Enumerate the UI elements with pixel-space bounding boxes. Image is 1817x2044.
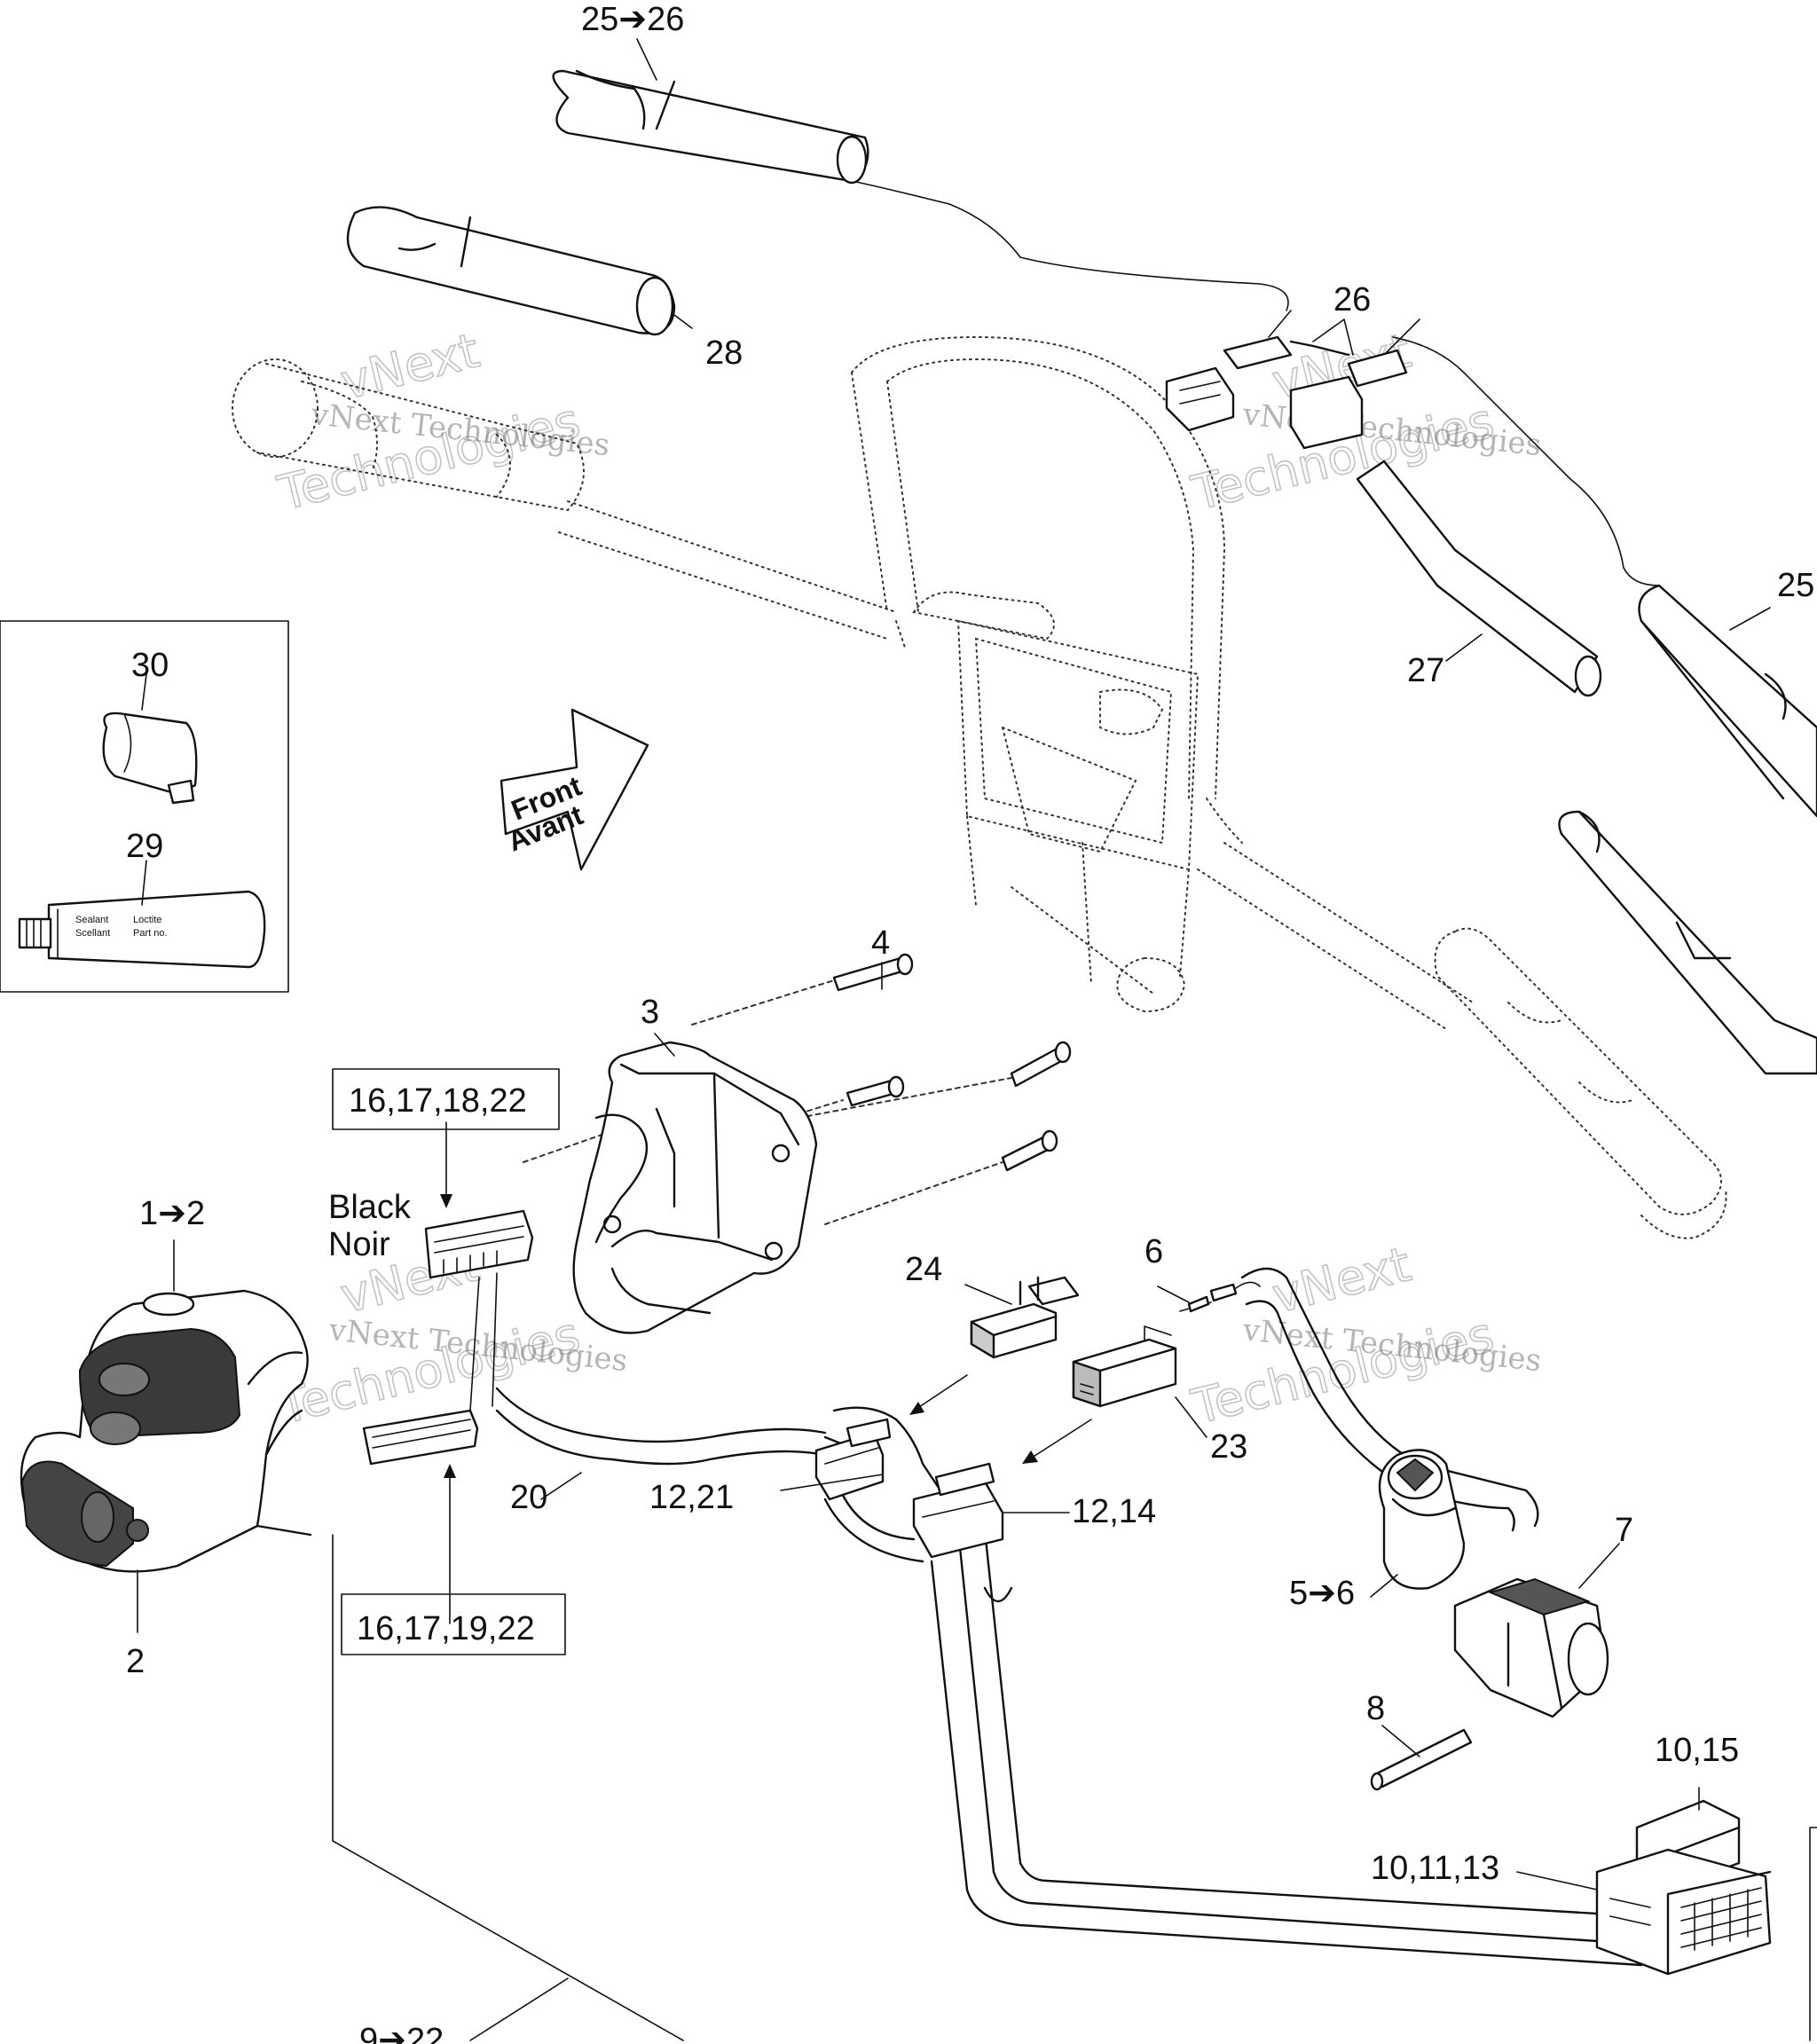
- front-arrow: Front Avant: [499, 708, 649, 871]
- screw-icon: [846, 1075, 905, 1107]
- callout-box-16-17-18-22: [332, 1068, 560, 1130]
- watermark-group-lower-right: vNext Technologies vNext Technologies: [1185, 1236, 1543, 1436]
- callout-1-2: 1➔2: [139, 1195, 205, 1232]
- leader-lines: [137, 38, 1817, 2041]
- watermark-group-upper-left: vNext Technologies vNext Technologies: [271, 322, 611, 523]
- sealant-tube-icon: Sealant Scellant Loctite Part no.: [18, 890, 266, 969]
- connector-24: [970, 1276, 1080, 1359]
- callout-26: 26: [1333, 281, 1371, 318]
- pin-8: [1370, 1728, 1473, 1791]
- callout-20: 20: [510, 1479, 547, 1516]
- screw-icon: [1001, 1129, 1058, 1172]
- connector-color-noir: Noir: [328, 1226, 390, 1263]
- callout-25: 25: [1777, 567, 1814, 604]
- callout-3: 3: [641, 994, 659, 1031]
- callout-16-17-18-22: 16,17,18,22: [349, 1082, 527, 1120]
- connector-23: [1072, 1325, 1177, 1408]
- callout-10-11-13: 10,11,13: [1371, 1850, 1499, 1887]
- handlebar-riser-dashed: [851, 335, 1474, 1030]
- connector-12-21: [814, 1418, 892, 1501]
- tube-label-4: Part no.: [133, 928, 168, 939]
- switch-body-7: [1453, 1577, 1609, 1718]
- callout-29: 29: [126, 828, 163, 865]
- callout-27: 27: [1407, 652, 1444, 689]
- accessory-inset-box: Sealant Scellant Loctite Part no.: [0, 620, 289, 993]
- screw-icon: [832, 953, 914, 992]
- left-switch-assembly: [20, 1289, 312, 1573]
- callout-12-21: 12,21: [649, 1479, 734, 1516]
- watermark-big-line1: vNext: [1267, 1236, 1416, 1324]
- tube-label-1: Sealant: [75, 915, 108, 925]
- clip-icon: [102, 711, 198, 796]
- watermark-big-line1: vNext: [335, 322, 484, 410]
- callout-23: 23: [1210, 1428, 1247, 1466]
- callout-8: 8: [1366, 1690, 1385, 1727]
- tube-label-2: Scellant: [75, 928, 110, 939]
- switch-housing-3: [572, 1041, 818, 1334]
- grip-28: [346, 206, 676, 336]
- callout-5-6: 5➔6: [1289, 1575, 1355, 1612]
- connector-26-pair: [1165, 310, 1408, 450]
- screw-icon: [1010, 1041, 1072, 1088]
- tube-label-3: Loctite: [133, 915, 161, 925]
- connector-10-11-13: [1595, 1848, 1772, 1976]
- wire-harness-right-loop: [1240, 1267, 1539, 1532]
- callout-28: 28: [705, 334, 743, 372]
- right-grip-lower: [1558, 810, 1817, 1075]
- callout-16-17-19-22: 16,17,19,22: [357, 1610, 535, 1647]
- connector-color-black: Black: [328, 1189, 412, 1226]
- callout-12-14: 12,14: [1072, 1493, 1156, 1530]
- connector-link-wires: [469, 1272, 498, 1411]
- callout-7: 7: [1615, 1512, 1633, 1549]
- callout-labels: 25➔26 28 26 25 27 30 29 4 3 16,17,18,22 …: [126, 1, 1814, 2044]
- callout-30: 30: [131, 647, 169, 684]
- connector-bottom: [362, 1409, 479, 1466]
- heated-grip-right: [1383, 318, 1817, 818]
- connector-12-14: [912, 1462, 1004, 1559]
- callout-4: 4: [871, 924, 890, 962]
- callout-box-16-17-19-22: [341, 1593, 566, 1655]
- bar-27: [1356, 460, 1602, 697]
- callout-9-22: 9➔22: [359, 2022, 444, 2044]
- handlebar-left-dashed: [232, 358, 897, 640]
- callout-10-15: 10,15: [1655, 1732, 1739, 1769]
- heated-grip-top: [552, 69, 1289, 311]
- switch-knob-5: [1378, 1449, 1466, 1590]
- callout-24: 24: [905, 1251, 942, 1288]
- handlebar-right-grip-dashed: [1434, 927, 1727, 1239]
- pin-6: [1179, 1281, 1261, 1313]
- black-connector-top: [424, 1209, 534, 1279]
- wire-harness-20: [495, 1387, 1643, 1967]
- callout-25-26: 25➔26: [581, 1, 684, 38]
- connector-pin-grid: [1680, 1887, 1762, 1951]
- callout-6: 6: [1144, 1233, 1163, 1270]
- callout-2: 2: [126, 1643, 145, 1680]
